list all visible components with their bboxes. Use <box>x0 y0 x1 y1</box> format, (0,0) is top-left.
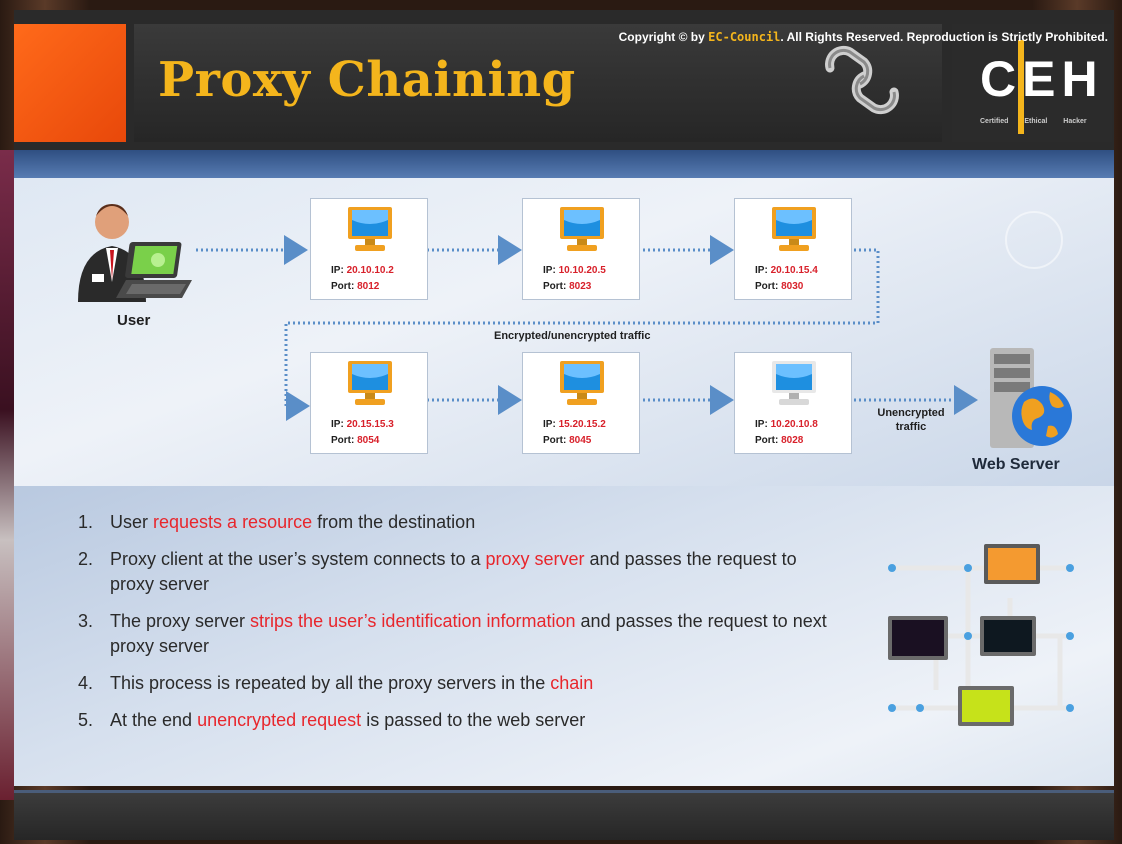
proxy-node: IP: 20.10.10.2 Port: 8012 <box>310 198 428 300</box>
monitor-icon <box>560 361 604 405</box>
step-text: from the destination <box>312 512 476 532</box>
logo-panel <box>952 24 1112 142</box>
step-number: 5. <box>78 710 94 730</box>
user-label: User <box>117 312 151 329</box>
step-number: 1. <box>78 512 94 532</box>
monitor-icon <box>772 361 816 405</box>
monitor-icon <box>348 207 392 251</box>
ec-council-logo: EC-Council <box>708 30 781 44</box>
proxy-chain-diagram: User IP: 20.10.10.2 Port: 8012 IP: 10.10… <box>14 178 1114 486</box>
highlighted-text: unencrypted request <box>197 710 362 730</box>
step-text: and passes the request to next proxy ser… <box>110 611 827 656</box>
list-item: 4. This process is repeated by all the pr… <box>78 671 838 696</box>
proxy-node: IP: 10.10.20.5 Port: 8023 <box>522 198 640 300</box>
step-text: and passes the request to proxy server <box>110 549 797 594</box>
monitor-icon <box>560 207 604 251</box>
highlighted-text: requests a resource <box>153 512 313 532</box>
chain-link-icon <box>825 45 899 115</box>
proxy-port: 8030 <box>781 281 804 292</box>
highlighted-text: proxy server <box>485 549 585 569</box>
web-server-label: Web Server <box>972 456 1060 473</box>
footer <box>14 790 1114 840</box>
proxy-node: IP: 20.15.15.3 Port: 8054 <box>310 352 428 454</box>
list-item: 2. Proxy client at the user’s system conn… <box>78 547 838 597</box>
arrow-p3-p4 <box>284 248 880 421</box>
step-text: The proxy server <box>110 611 251 631</box>
proxy-ip: 10.10.20.5 <box>558 265 606 276</box>
title-band <box>14 150 1114 180</box>
proxy-node: IP: 20.10.15.4 Port: 8030 <box>734 198 852 300</box>
step-text: This process is repeated by all the prox… <box>110 673 551 693</box>
proxy-port: 8054 <box>357 435 380 446</box>
side-accent <box>0 150 14 800</box>
monitor-icon <box>348 361 392 405</box>
copyright-text: Copyright © by EC-Council. All Rights Re… <box>618 30 1108 44</box>
proxy-ip: 10.20.10.8 <box>770 419 818 430</box>
proxy-node: IP: 15.20.15.2 Port: 8045 <box>522 352 640 454</box>
proxy-ip: 20.15.15.3 <box>346 419 394 430</box>
proxy-node: IP: 10.20.10.8 Port: 8028 <box>734 352 852 454</box>
list-item: 3. The proxy server strips the user’s ide… <box>78 609 838 659</box>
list-item: 1. User requests a resource from the dest… <box>78 510 838 535</box>
proxy-port: 8012 <box>357 281 380 292</box>
proxy-port: 8028 <box>781 435 804 446</box>
ceh-logo: CEH <box>980 51 1104 107</box>
step-text: is passed to the web server <box>361 710 586 730</box>
step-number: 3. <box>78 611 94 631</box>
step-number: 4. <box>78 673 94 693</box>
step-list: 1. User requests a resource from the dest… <box>78 510 838 745</box>
list-item: 5. At the end unencrypted request is pass… <box>78 708 838 733</box>
connector-layer <box>196 211 1063 421</box>
proxy-port: 8045 <box>569 435 592 446</box>
monitor-icon <box>772 207 816 251</box>
proxy-ip: 20.10.15.4 <box>770 265 818 276</box>
page-title: Proxy Chaining <box>158 52 576 108</box>
network-topology-icon <box>888 544 1074 726</box>
proxy-ip: 15.20.15.2 <box>558 419 606 430</box>
accent-block <box>14 24 126 142</box>
traffic-label: Encrypted/unencrypted traffic <box>494 330 651 342</box>
title-panel <box>134 24 942 142</box>
logo-subtitle: Certified Ethical Hacker <box>980 118 1087 125</box>
web-server-globe-icon <box>990 348 1072 448</box>
proxy-ip: 20.10.10.2 <box>346 265 394 276</box>
user-with-laptop-icon <box>78 204 192 302</box>
highlighted-text: chain <box>550 673 594 693</box>
proxy-port: 8023 <box>569 281 592 292</box>
step-text: User <box>110 512 154 532</box>
step-number: 2. <box>78 549 94 569</box>
logo-bar <box>1018 40 1024 134</box>
step-text: At the end <box>110 710 198 730</box>
step-text: Proxy client at the user’s system connec… <box>110 549 486 569</box>
highlighted-text: strips the user’s identification informa… <box>250 611 576 631</box>
